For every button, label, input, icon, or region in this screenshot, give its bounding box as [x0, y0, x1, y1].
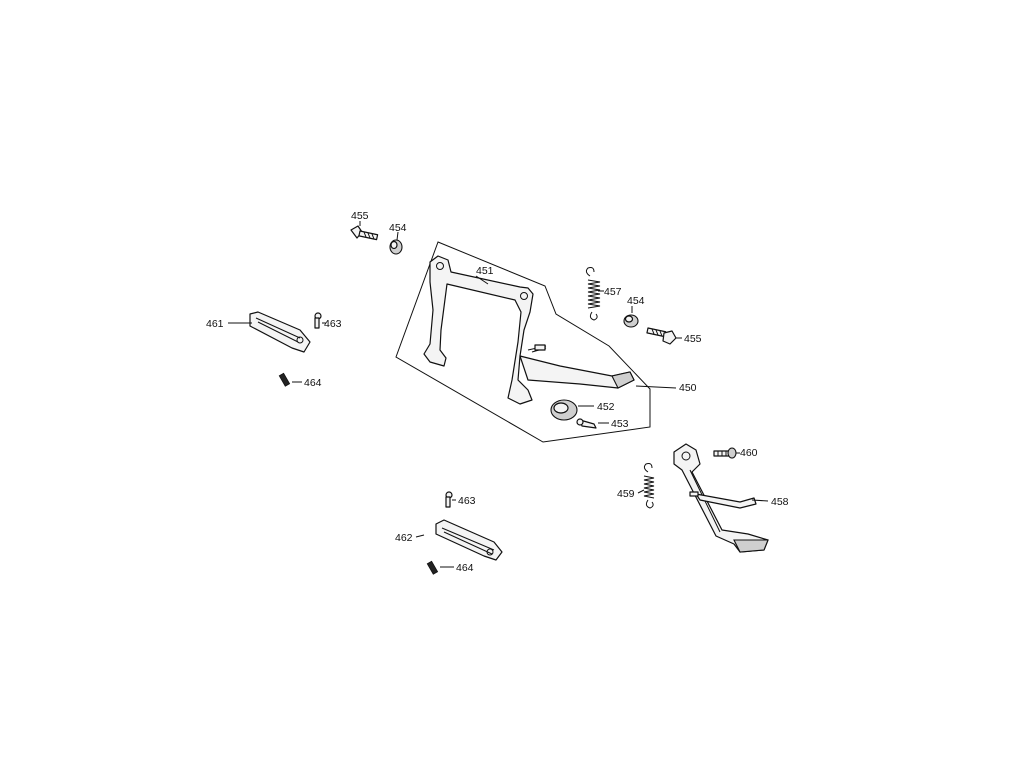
footrest-461: [249, 311, 311, 353]
callout-464-left: 464: [304, 377, 322, 389]
screw-463-left: [314, 312, 322, 329]
callout-463-bottom: 463: [458, 495, 476, 507]
callout-458: 458: [771, 496, 789, 508]
footrest-462: [435, 519, 503, 561]
callout-451: 451: [476, 265, 494, 277]
callout-457: 457: [604, 286, 622, 298]
callout-455-top: 455: [351, 210, 369, 222]
side-stand-458: [673, 443, 769, 553]
spring-457: [585, 267, 601, 321]
bolt-455-right: [646, 327, 677, 345]
collar-454-right: [623, 314, 639, 328]
callout-460: 460: [740, 447, 758, 459]
callout-453: 453: [611, 418, 629, 430]
callout-454-top: 454: [389, 222, 407, 234]
callout-462: 462: [395, 532, 413, 544]
spring-pin-464-bottom: [426, 560, 439, 575]
screw-463-bottom: [445, 491, 453, 508]
leader-lines: [228, 221, 769, 568]
bolt-460: [713, 447, 737, 459]
spring-pin-464-left: [278, 372, 291, 387]
callout-450: 450: [679, 382, 697, 394]
callout-labels: 455 454 451 457 454 455 450 452 453 461 …: [206, 210, 789, 574]
main-stand-group-outline: [395, 241, 651, 443]
callout-459: 459: [617, 488, 635, 500]
pin-453: [576, 418, 597, 429]
callout-452: 452: [597, 401, 615, 413]
collar-454-top: [389, 239, 403, 255]
callout-463-left: 463: [324, 318, 342, 330]
spring-459: [643, 463, 655, 509]
callout-464-bottom: 464: [456, 562, 474, 574]
callout-455-right: 455: [684, 333, 702, 345]
bolt-455-top: [350, 225, 379, 241]
callout-461: 461: [206, 318, 224, 330]
rubber-stop-452: [550, 399, 578, 421]
callout-454-right: 454: [627, 295, 645, 307]
main-stand-451: [423, 255, 635, 405]
